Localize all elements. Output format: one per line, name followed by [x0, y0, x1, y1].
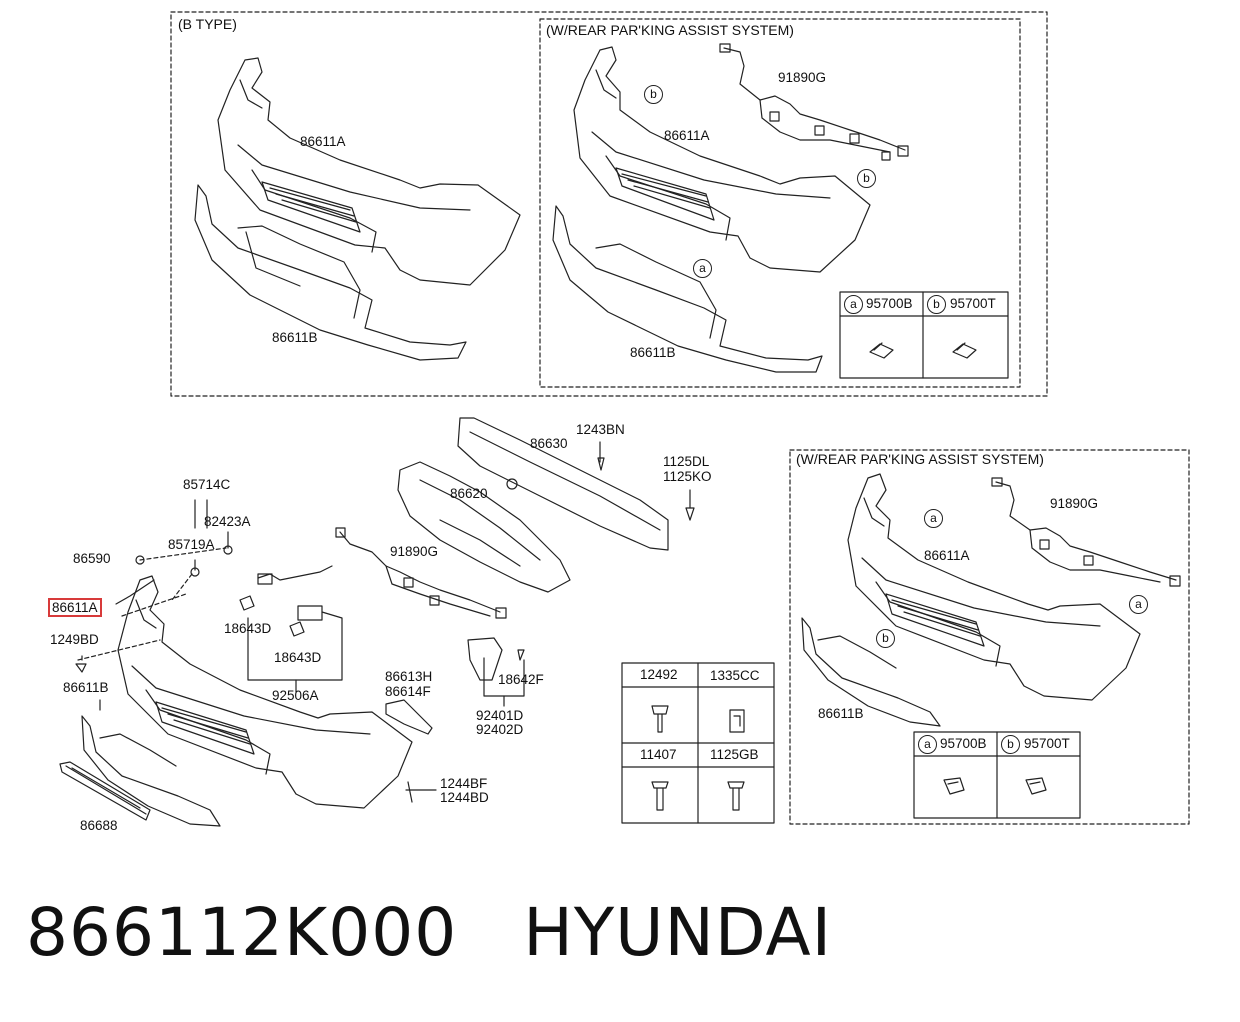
- part-label: 18642F: [498, 672, 544, 687]
- main-lower-cover: [81, 715, 221, 827]
- part-label: 86611A: [924, 548, 970, 563]
- fastener-cell-label: 1125GB: [710, 747, 759, 762]
- legend-part-b: 95700T: [1024, 736, 1070, 751]
- part-label: 1244BF: [440, 776, 488, 791]
- part-label: 86614F: [385, 684, 431, 699]
- callout-marker: a: [1129, 595, 1148, 614]
- main-bumper: [117, 575, 413, 809]
- right-pas-frame: [789, 449, 1190, 825]
- callout-marker: a: [924, 509, 943, 528]
- top-left-bumper: [217, 57, 521, 286]
- right-harness: [991, 477, 1181, 587]
- part-label: 86590: [73, 551, 111, 566]
- part-label: 92401D: [476, 708, 524, 723]
- section-title-b-type: (B TYPE): [178, 16, 237, 32]
- part-label: 1125DL: [663, 454, 710, 469]
- top-legend-table: [839, 291, 1009, 379]
- legend-callout-a: a: [844, 295, 863, 314]
- top-section-frame: [170, 11, 1048, 397]
- part-label: 1243BN: [576, 422, 625, 437]
- part-label: 85719A: [168, 537, 215, 552]
- part-number: 866112K000: [26, 894, 458, 971]
- callout-marker: a: [693, 259, 712, 278]
- part-label: 86611A: [300, 134, 346, 149]
- part-label: 1249BD: [50, 632, 99, 647]
- callout-marker: b: [876, 629, 895, 648]
- part-label: 86611B: [630, 345, 676, 360]
- top-pas-frame: [539, 18, 1021, 388]
- legend-part-a: 95700B: [866, 296, 913, 311]
- highlighted-part-label: 86611A: [48, 598, 102, 617]
- legend-part-a: 95700B: [940, 736, 987, 751]
- part-label: 86688: [80, 818, 118, 833]
- legend-part-b: 95700T: [950, 296, 996, 311]
- part-label: 86611B: [63, 680, 109, 695]
- side-bracket-86613H: [385, 699, 433, 735]
- part-label: 82423A: [204, 514, 251, 529]
- top-pas-bumper: [573, 46, 871, 273]
- main-leader-lines: [77, 441, 691, 791]
- part-label: 18643D: [224, 621, 272, 636]
- fastener-cell-label: 11407: [640, 747, 677, 762]
- right-lower-cover: [801, 617, 941, 727]
- part-label: 86611B: [272, 330, 318, 345]
- section-title-pas-right: (W/REAR PAR'KING ASSIST SYSTEM): [796, 451, 1044, 467]
- right-legend-table: [913, 731, 1081, 819]
- part-label: 91890G: [1050, 496, 1099, 511]
- part-label: 1244BD: [440, 790, 489, 805]
- part-label: 86620: [450, 486, 488, 501]
- fastener-cell-label: 1335CC: [710, 668, 760, 683]
- part-label: 86611B: [818, 706, 864, 721]
- energy-absorber-86620: [397, 461, 571, 593]
- legend-callout-b: b: [927, 295, 946, 314]
- top-pas-lower-cover: [552, 205, 823, 373]
- right-pas-bumper: [847, 473, 1141, 701]
- part-label: 85714C: [183, 477, 231, 492]
- section-title-pas-top: (W/REAR PAR'KING ASSIST SYSTEM): [546, 22, 794, 38]
- fasteners-small: [75, 457, 695, 803]
- part-label: 92506A: [272, 688, 319, 703]
- top-left-lower-cover: [194, 184, 467, 361]
- main-harness-91890G: [335, 527, 507, 619]
- part-label: 1125KO: [663, 469, 712, 484]
- part-label: 86613H: [385, 669, 433, 684]
- legend-callout-b: b: [1001, 735, 1020, 754]
- sensor-assembly-92506A: [239, 565, 343, 693]
- fastener-table: [621, 662, 775, 824]
- reinforcement-86630: [457, 417, 669, 551]
- top-pas-harness: [719, 43, 909, 161]
- callout-marker: b: [644, 85, 663, 104]
- caption: 866112K000 HYUNDAI: [26, 895, 832, 971]
- main-grille-86688: [59, 761, 151, 821]
- callout-marker: b: [857, 169, 876, 188]
- part-label: 86611A: [664, 128, 710, 143]
- part-label: 91890G: [390, 544, 439, 559]
- legend-callout-a: a: [918, 735, 937, 754]
- part-label: 91890G: [778, 70, 827, 85]
- part-label: 92402D: [476, 722, 524, 737]
- part-label: 86630: [530, 436, 568, 451]
- sensor-bracket-92401D: [467, 637, 525, 707]
- fastener-cell-label: 12492: [640, 667, 678, 682]
- part-label: 18643D: [274, 650, 322, 665]
- brand-name: HYUNDAI: [523, 894, 833, 971]
